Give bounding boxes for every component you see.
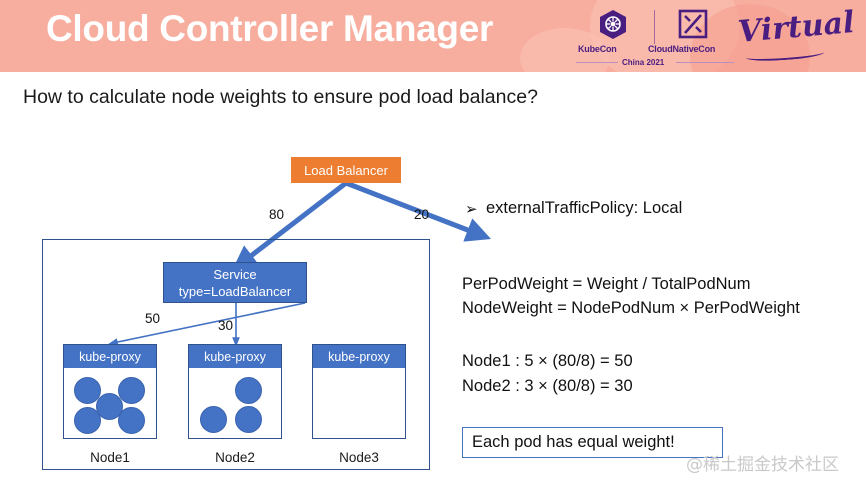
cluster-boundary-box <box>42 239 430 470</box>
pod <box>235 377 262 404</box>
pod <box>200 406 227 433</box>
edition-rule-right <box>676 62 734 63</box>
logo-divider <box>654 10 655 44</box>
external-traffic-policy-text: externalTrafficPolicy: Local <box>486 199 683 217</box>
page-title: Cloud Controller Manager <box>46 8 494 49</box>
edition-label: China 2021 <box>622 58 665 67</box>
kube-proxy-bar-node1: kube-proxy <box>64 345 156 368</box>
node-label-node2: Node2 <box>215 450 255 465</box>
edge-weight-50: 50 <box>145 311 161 326</box>
node-box-node1[interactable]: kube-proxy <box>63 344 157 439</box>
watermark-text: @稀土掘金技术社区 <box>686 455 839 475</box>
edge-weight-30: 30 <box>218 318 234 333</box>
cloudnativecon-label: CloudNativeCon <box>648 44 716 54</box>
header-decor-blob-c <box>520 28 610 72</box>
callout-equal-weight: Each pod has equal weight! <box>462 427 723 458</box>
formula-node-weight: NodeWeight = NodePodNum × PerPodWeight <box>462 299 800 317</box>
service-type: type=LoadBalancer <box>178 284 292 299</box>
edge-lb-to-external <box>345 180 492 242</box>
question-text: How to calculate node weights to ensure … <box>23 86 538 108</box>
formula-per-pod-weight: PerPodWeight = Weight / TotalPodNum <box>462 275 751 293</box>
pod <box>74 407 101 434</box>
kube-proxy-bar-node2: kube-proxy <box>189 345 281 368</box>
kubecon-label: KubeCon <box>578 44 617 54</box>
cloudnativecon-icon <box>676 8 710 47</box>
pod <box>235 406 262 433</box>
node-label-node3: Node3 <box>339 450 379 465</box>
service-node[interactable]: Service type=LoadBalancer <box>163 262 307 303</box>
service-title: Service <box>213 267 257 282</box>
calculation-node2: Node2 : 3 × (80/8) = 30 <box>462 377 633 395</box>
kubecon-logo-lockup: KubeCon CloudNativeCon China 2021 <box>576 6 736 68</box>
kube-proxy-bar-node3: kube-proxy <box>313 345 405 368</box>
kubernetes-helm-icon <box>596 8 630 47</box>
pod <box>118 377 145 404</box>
pod <box>118 407 145 434</box>
bullet-arrow-icon: ➢ <box>465 201 478 218</box>
node-box-node3[interactable]: kube-proxy <box>312 344 406 439</box>
load-balancer-node[interactable]: Load Balancer <box>291 157 401 183</box>
edge-weight-80: 80 <box>269 207 285 222</box>
node-label-node1: Node1 <box>90 450 130 465</box>
edition-rule-left <box>576 62 618 63</box>
header-band <box>0 0 866 72</box>
node-box-node2[interactable]: kube-proxy <box>188 344 282 439</box>
calculation-node1: Node1 : 5 × (80/8) = 50 <box>462 352 633 370</box>
edge-weight-20: 20 <box>414 207 430 222</box>
